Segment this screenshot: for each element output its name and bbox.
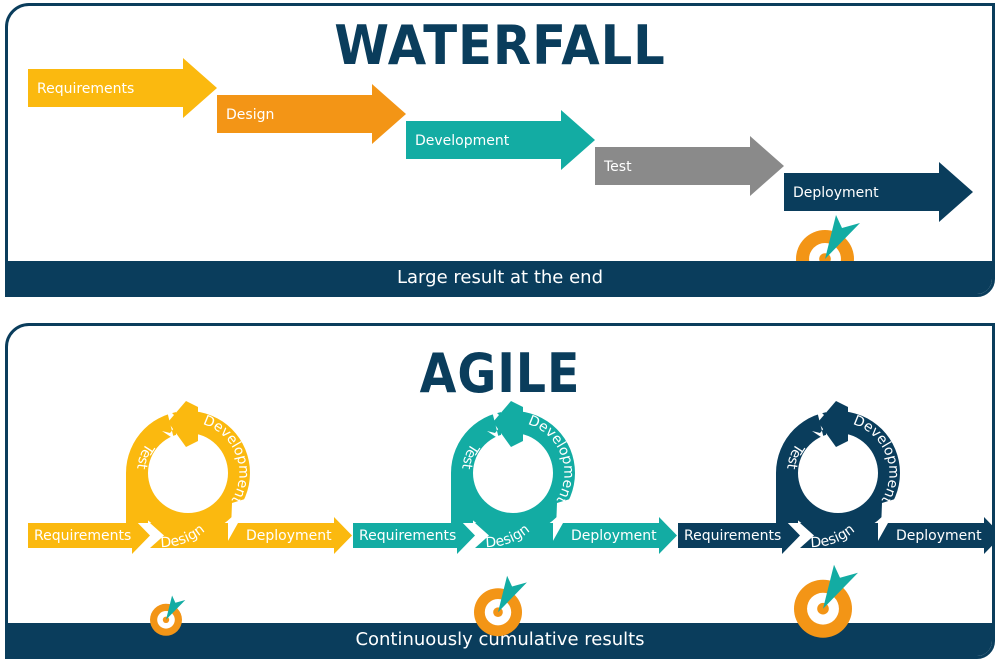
step-arrow: [406, 110, 595, 170]
step-label: Deployment: [793, 185, 879, 201]
requirements-arrow: [353, 517, 475, 554]
waterfall-step-development: Development: [406, 110, 595, 170]
target-icon: [794, 564, 858, 638]
cycle-arrowhead: [818, 401, 848, 447]
requirements-label: Requirements: [684, 528, 781, 544]
step-label: Requirements: [37, 81, 134, 97]
step-label: Design: [226, 107, 274, 123]
cycle-left-arm: [126, 473, 148, 523]
deployment-arrow: [224, 517, 352, 554]
design-arrow: [475, 523, 553, 548]
waterfall-step-requirements: Requirements: [28, 58, 217, 118]
requirements-label: Requirements: [34, 528, 131, 544]
step-arrow: [28, 58, 217, 118]
waterfall-step-design: Design: [217, 84, 406, 144]
waterfall-diagram: RequirementsDesignDevelopmentTestDeploym…: [28, 58, 973, 288]
deployment-arrow: [874, 517, 992, 554]
target-icon: [474, 575, 527, 637]
deployment-arrow: [549, 517, 677, 554]
requirements-label: Requirements: [359, 528, 456, 544]
waterfall-title: WATERFALL: [334, 14, 666, 77]
dart-icon: [498, 575, 527, 613]
requirements-arrow: [28, 517, 150, 554]
waterfall-footer: Large result at the end: [8, 261, 992, 294]
step-label: Test: [603, 159, 632, 175]
design-arrow: [800, 523, 878, 548]
cycle-ring: [451, 410, 576, 536]
step-label: Development: [415, 133, 510, 149]
step-arrow: [217, 84, 406, 144]
deployment-label: Deployment: [896, 528, 982, 544]
cycle-left-arm: [451, 473, 473, 523]
cycle-arrowhead: [493, 401, 523, 447]
dart-icon: [166, 595, 186, 620]
cycle-ring: [776, 411, 900, 535]
deployment-label: Deployment: [571, 528, 657, 544]
dart-icon: [823, 564, 858, 609]
agile-panel: AGILE Continuously cumulative results Re…: [5, 323, 995, 659]
deployment-label: Deployment: [246, 528, 332, 544]
cycle-ring: [125, 410, 251, 536]
step-arrow: [784, 162, 973, 222]
agile-title: AGILE: [419, 342, 581, 405]
design-arrow: [150, 523, 228, 548]
cycle-left-arm: [776, 473, 798, 523]
waterfall-step-test: Test: [595, 136, 784, 196]
step-arrow: [595, 136, 784, 196]
cycle-arrowhead: [168, 401, 198, 447]
dart-icon: [825, 215, 860, 259]
waterfall-step-deployment: Deployment: [784, 162, 973, 222]
target-icon: [150, 595, 186, 636]
requirements-arrow: [678, 517, 800, 554]
